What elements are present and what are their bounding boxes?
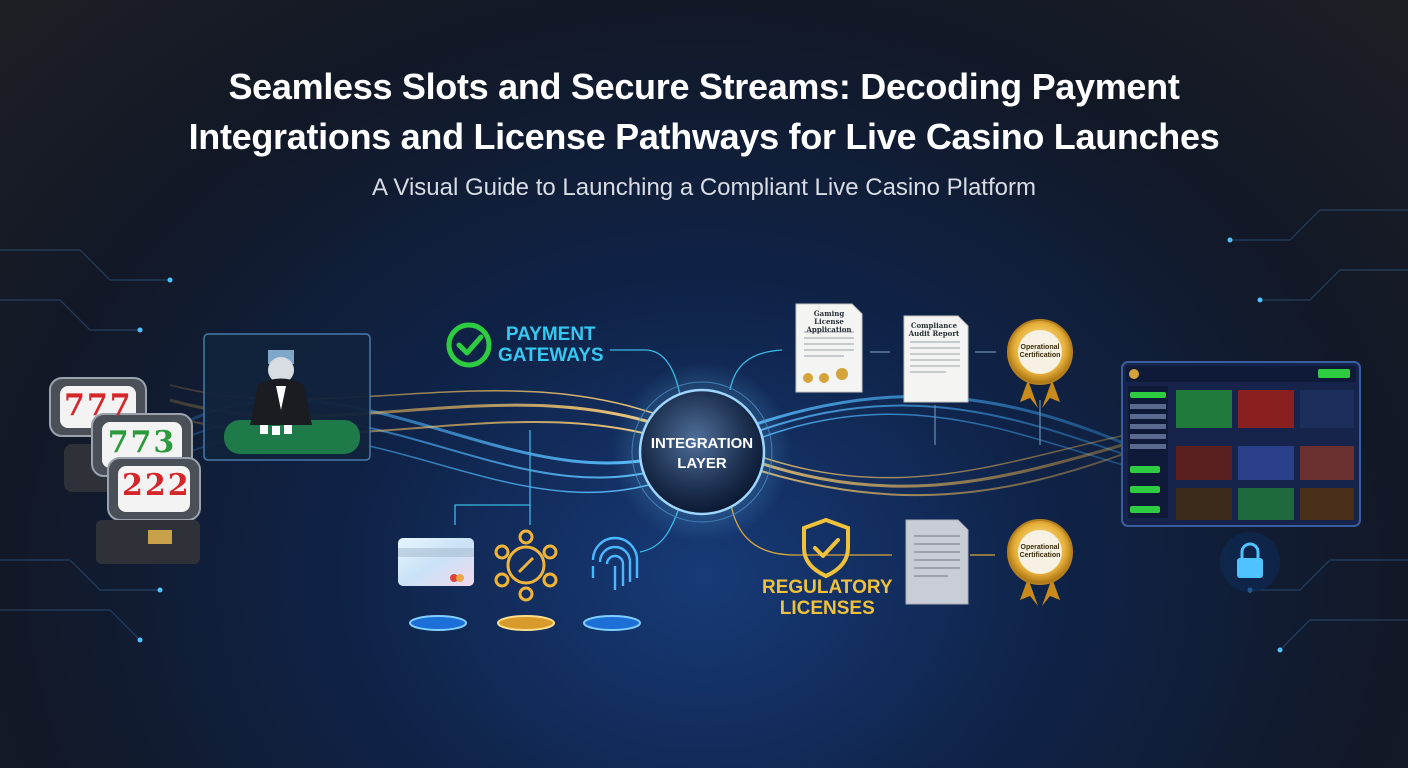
license-application-doc-title: Gaming License Application — [798, 310, 860, 334]
payment-label-line-2: GATEWAYS — [498, 345, 604, 366]
payment-gateways-label: PAYMENT GATEWAYS — [498, 324, 604, 366]
integration-label-line-2: LAYER — [677, 455, 727, 472]
check-circle-icon — [446, 322, 492, 368]
seal1-line-1: Operational — [1020, 344, 1060, 351]
doc2-line-2: Audit Report — [908, 329, 960, 338]
document-connectors — [870, 351, 1041, 445]
title-line-1: Seamless Slots and Secure Streams: Decod… — [228, 66, 1180, 107]
slot-machines — [49, 377, 201, 564]
seal2-line-2: Certification — [1019, 552, 1061, 559]
certification-seal-2-text: Operational Certification — [1018, 544, 1062, 560]
integration-layer-label: INTEGRATION LAYER — [640, 434, 764, 474]
icon-pedestals — [409, 615, 641, 631]
casino-platform-dashboard — [1121, 361, 1361, 527]
doc1-line-2: Application — [806, 325, 852, 334]
credit-card-icon — [398, 538, 474, 586]
document-icon — [795, 303, 863, 393]
integration-label-line-1: INTEGRATION — [650, 435, 754, 452]
slot-reel-2: 773 — [107, 425, 177, 460]
integration-layer-orb — [612, 362, 792, 542]
slot-reel-3: 222 — [122, 468, 191, 503]
page-title: Seamless Slots and Secure Streams: Decod… — [0, 62, 1408, 162]
certification-seal-1-text: Operational Certification — [1018, 344, 1062, 360]
document-icon — [903, 315, 969, 403]
title-line-2: Integrations and License Pathways for Li… — [188, 116, 1220, 157]
page-subtitle: A Visual Guide to Launching a Compliant … — [372, 174, 1036, 201]
fingerprint-icon — [591, 536, 639, 590]
lock-icon — [1220, 532, 1280, 592]
seal2-line-1: Operational — [1020, 544, 1060, 551]
document-icon — [905, 519, 969, 605]
doc1-line-1: Gaming License — [813, 309, 845, 326]
crypto-network-icon — [494, 529, 558, 602]
shield-check-icon — [802, 517, 850, 579]
seal1-line-2: Certification — [1019, 352, 1061, 359]
certification-seal-icon — [1007, 519, 1073, 606]
regulatory-licenses-label: REGULATORY LICENSES — [762, 577, 893, 619]
live-dealer-panel — [203, 333, 371, 461]
circuit-lines — [0, 209, 1408, 651]
compliance-audit-doc-title: Compliance Audit Report — [904, 322, 964, 338]
regulatory-label-line-2: LICENSES — [779, 598, 875, 619]
doc2-line-1: Compliance — [910, 321, 958, 330]
regulatory-label-line-1: REGULATORY — [762, 577, 893, 598]
certification-seal-icon — [1007, 319, 1073, 408]
slot-reel-1: 777 — [64, 388, 133, 423]
payment-label-line-1: PAYMENT — [505, 324, 596, 345]
